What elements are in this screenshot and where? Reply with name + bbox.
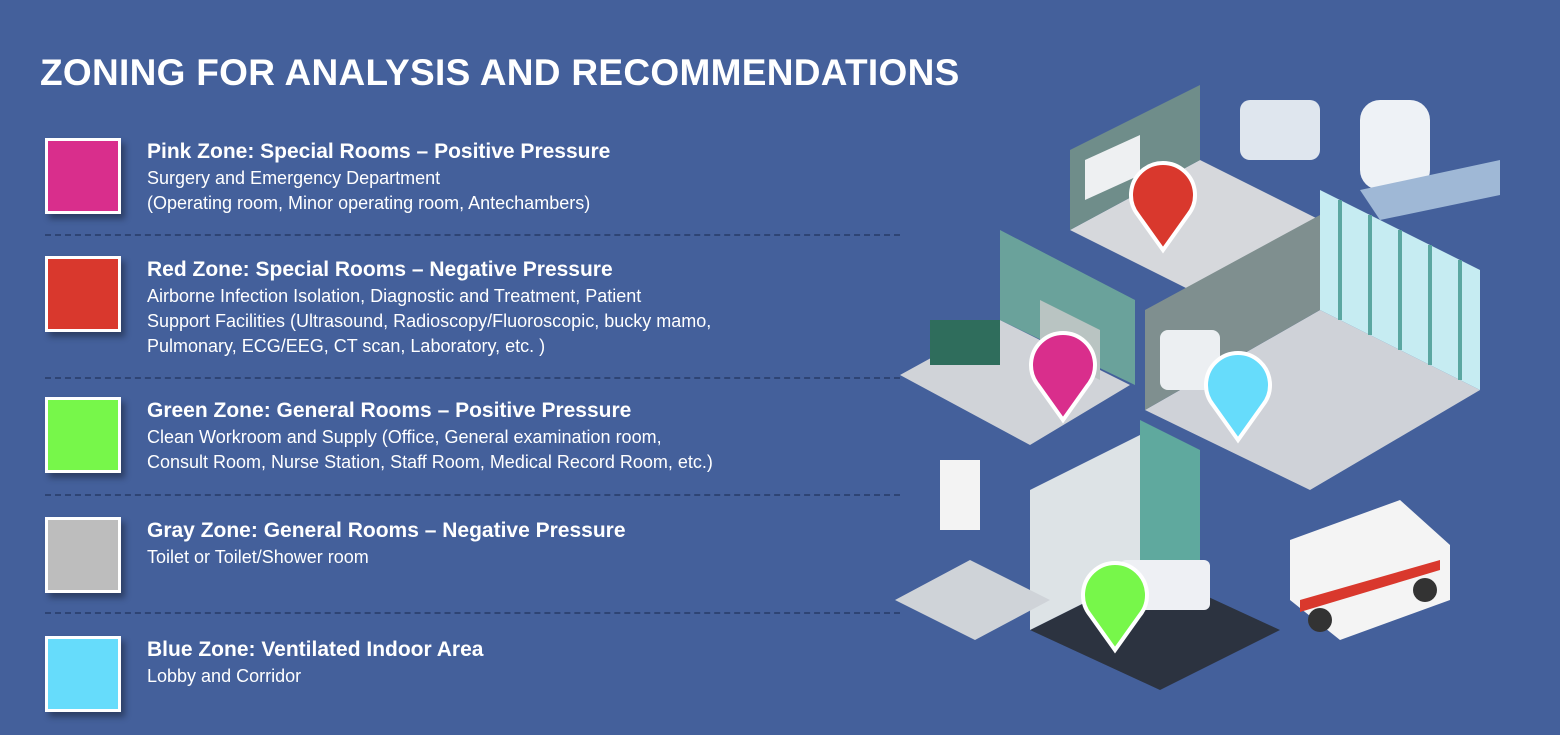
eye-chart: [940, 460, 980, 530]
lobby: [1145, 190, 1480, 490]
pink-swatch: [45, 138, 121, 214]
zone-description: Clean Workroom and Supply (Office, Gener…: [147, 427, 713, 472]
divider: [45, 612, 900, 614]
zone-title: Red Zone: Special Rooms – Negative Press…: [147, 258, 613, 281]
blue-swatch: [45, 636, 121, 712]
divider: [45, 377, 900, 379]
hospital-illustration: [895, 85, 1500, 690]
exam-room: [895, 560, 1050, 640]
zone-description: Surgery and Emergency Department(Operati…: [147, 168, 591, 213]
surgery-room: [900, 230, 1135, 445]
zone-title: Pink Zone: Special Rooms – Positive Pres…: [147, 140, 611, 163]
zone-description: Lobby and Corridor: [147, 666, 302, 686]
gray-swatch: [45, 517, 121, 593]
red-swatch: [45, 256, 121, 332]
ward-room: [1030, 420, 1280, 690]
page-title: ZONING FOR ANALYSIS AND RECOMMENDATIONS: [40, 52, 960, 93]
zone-description: Airborne Infection Isolation, Diagnostic…: [147, 286, 712, 356]
green-swatch: [45, 397, 121, 473]
zone-title: Green Zone: General Rooms – Positive Pre…: [147, 399, 632, 422]
divider: [45, 234, 900, 236]
map-pin-pink: [1029, 331, 1097, 424]
ambulance: [1290, 500, 1450, 640]
zone-title: Blue Zone: Ventilated Indoor Area: [147, 638, 484, 661]
map-pin-blue: [1204, 351, 1272, 444]
divider: [45, 494, 900, 496]
zone-title: Gray Zone: General Rooms – Negative Pres…: [147, 519, 626, 542]
map-pin-red: [1129, 161, 1197, 254]
zone-description: Toilet or Toilet/Shower room: [147, 547, 369, 567]
map-pin-green: [1081, 561, 1149, 654]
diagnostic-room: [1070, 85, 1500, 290]
